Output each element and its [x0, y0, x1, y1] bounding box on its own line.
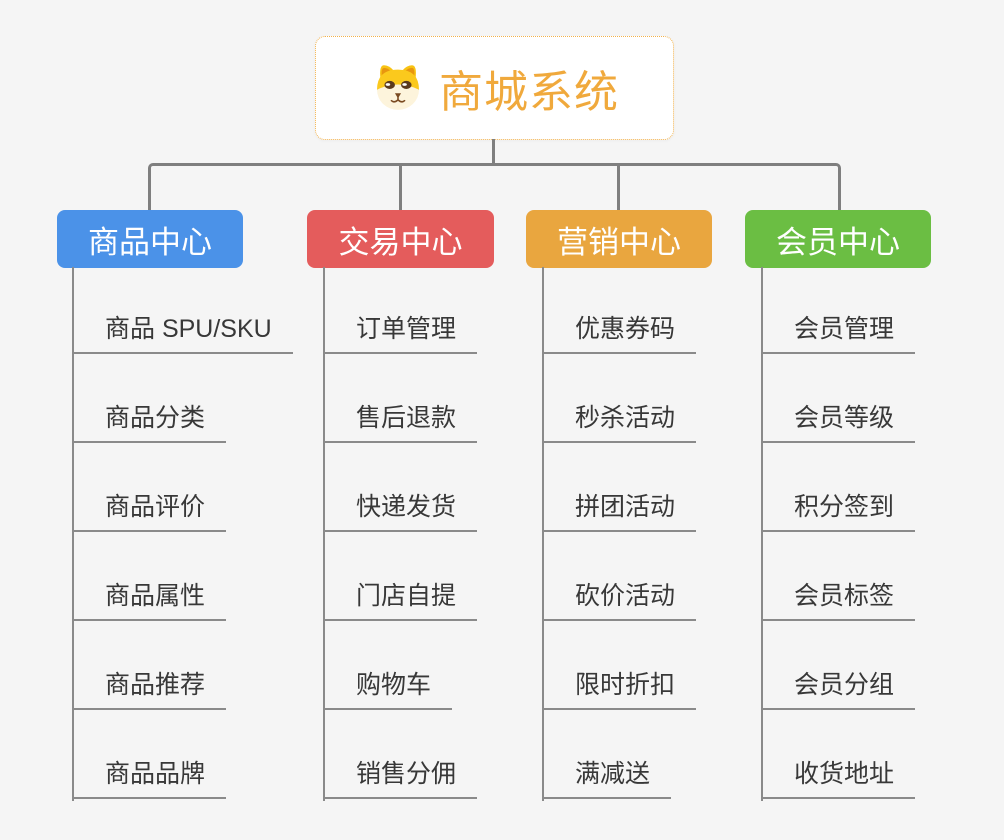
children-line-product	[72, 267, 74, 801]
child-node[interactable]: 积分签到	[761, 443, 916, 532]
branch-connector-bar	[148, 163, 841, 210]
child-node[interactable]: 售后退款	[323, 354, 478, 443]
branch-node-product-center[interactable]: 商品中心	[57, 210, 243, 268]
branch-node-marketing-center[interactable]: 营销中心	[526, 210, 712, 268]
children-line-member	[761, 267, 763, 801]
children-column-trade: 订单管理 售后退款 快递发货 门店自提 购物车 销售分佣	[323, 265, 478, 799]
child-node[interactable]: 商品属性	[72, 532, 227, 621]
children-line-trade	[323, 267, 325, 801]
children-column-marketing: 优惠券码 秒杀活动 拼团活动 砍价活动 限时折扣 满减送	[542, 265, 697, 799]
branch-drop-line-3	[617, 164, 620, 210]
branch-drop-line-2	[399, 164, 402, 210]
child-node[interactable]: 秒杀活动	[542, 354, 697, 443]
child-node[interactable]: 收货地址	[761, 710, 916, 799]
child-node[interactable]: 会员管理	[761, 265, 916, 354]
child-node[interactable]: 购物车	[323, 621, 453, 710]
child-node[interactable]: 砍价活动	[542, 532, 697, 621]
root-title: 商城系统	[439, 68, 619, 117]
children-line-marketing	[542, 267, 544, 801]
root-stem-line	[492, 139, 495, 165]
root-node[interactable]: 商城系统	[315, 36, 674, 140]
child-node[interactable]: 会员分组	[761, 621, 916, 710]
child-node[interactable]: 商品推荐	[72, 621, 227, 710]
child-node[interactable]: 销售分佣	[323, 710, 478, 799]
child-node[interactable]: 会员等级	[761, 354, 916, 443]
child-node[interactable]: 优惠券码	[542, 265, 697, 354]
branch-node-trade-center[interactable]: 交易中心	[307, 210, 494, 268]
child-node[interactable]: 商品 SPU/SKU	[72, 265, 293, 354]
children-column-product: 商品 SPU/SKU 商品分类 商品评价 商品属性 商品推荐 商品品牌	[72, 265, 293, 799]
branch-node-member-center[interactable]: 会员中心	[745, 210, 931, 268]
child-node[interactable]: 商品品牌	[72, 710, 227, 799]
child-node[interactable]: 限时折扣	[542, 621, 697, 710]
child-node[interactable]: 拼团活动	[542, 443, 697, 532]
children-column-member: 会员管理 会员等级 积分签到 会员标签 会员分组 收货地址	[761, 265, 916, 799]
child-node[interactable]: 订单管理	[323, 265, 478, 354]
child-node[interactable]: 满减送	[542, 710, 672, 799]
dog-face-icon	[370, 60, 426, 116]
child-node[interactable]: 会员标签	[761, 532, 916, 621]
child-node[interactable]: 快递发货	[323, 443, 478, 532]
child-node[interactable]: 商品分类	[72, 354, 227, 443]
child-node[interactable]: 商品评价	[72, 443, 227, 532]
child-node[interactable]: 门店自提	[323, 532, 478, 621]
